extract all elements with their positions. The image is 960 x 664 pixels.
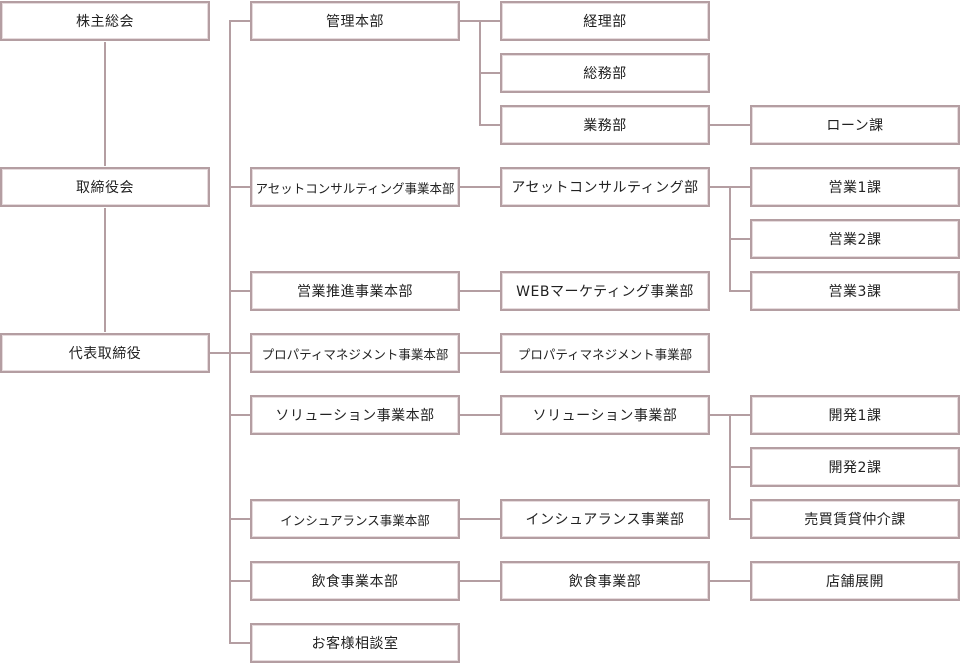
connector-line xyxy=(460,186,500,188)
connector-line xyxy=(479,72,500,74)
connector-line xyxy=(229,642,250,644)
development-section-1-box: 開発1課 xyxy=(750,395,960,435)
sales-promotion-division-box: 営業推進事業本部 xyxy=(250,271,460,311)
operations-dept-box: 業務部 xyxy=(500,105,710,145)
store-development-box: 店舗展開 xyxy=(750,561,960,601)
connector-line xyxy=(229,518,250,520)
accounting-dept-box: 経理部 xyxy=(500,1,710,41)
connector-line xyxy=(229,20,250,22)
development-section-2-box: 開発2課 xyxy=(750,447,960,487)
sales-section-2-box: 営業2課 xyxy=(750,219,960,259)
management-division-box: 管理本部 xyxy=(250,1,460,41)
general-affairs-dept-box: 総務部 xyxy=(500,53,710,93)
food-dept-box: 飲食事業部 xyxy=(500,561,710,601)
sales-lease-brokerage-section-box: 売買賃貸仲介課 xyxy=(750,499,960,539)
connector-line xyxy=(460,414,500,416)
sales-section-3-box: 営業3課 xyxy=(750,271,960,311)
connector-line xyxy=(229,352,250,354)
insurance-division-box: インシュアランス事業本部 xyxy=(250,499,460,539)
connector-line xyxy=(104,208,106,332)
solution-dept-box: ソリューション事業部 xyxy=(500,395,710,435)
property-management-division-box: プロパティマネジメント事業本部 xyxy=(250,333,460,373)
connector-line xyxy=(104,42,106,166)
connector-line xyxy=(729,238,750,240)
solution-division-box: ソリューション事業本部 xyxy=(250,395,460,435)
property-management-dept-box: プロパティマネジメント事業部 xyxy=(500,333,710,373)
ceo-box: 代表取締役 xyxy=(0,333,210,373)
asset-consulting-division-box: アセットコンサルティング事業本部 xyxy=(250,167,460,207)
sales-section-1-box: 営業1課 xyxy=(750,167,960,207)
connector-line xyxy=(229,186,250,188)
connector-line xyxy=(229,290,250,292)
connector-line xyxy=(229,414,250,416)
connector-line xyxy=(729,518,750,520)
connector-line xyxy=(229,20,231,643)
connector-line xyxy=(460,352,500,354)
connector-line xyxy=(460,518,500,520)
connector-line xyxy=(479,124,500,126)
insurance-dept-box: インシュアランス事業部 xyxy=(500,499,710,539)
food-division-box: 飲食事業本部 xyxy=(250,561,460,601)
shareholders-meeting-box: 株主総会 xyxy=(0,1,210,41)
web-marketing-dept-box: WEBマーケティング事業部 xyxy=(500,271,710,311)
connector-line xyxy=(710,580,750,582)
connector-line xyxy=(229,580,250,582)
board-of-directors-box: 取締役会 xyxy=(0,167,210,207)
connector-line xyxy=(710,124,750,126)
loan-section-box: ローン課 xyxy=(750,105,960,145)
connector-line xyxy=(460,290,500,292)
customer-consultation-box: お客様相談室 xyxy=(250,623,460,663)
connector-line xyxy=(729,466,750,468)
connector-line xyxy=(729,290,750,292)
connector-line xyxy=(210,352,230,354)
connector-line xyxy=(460,580,500,582)
asset-consulting-dept-box: アセットコンサルティング部 xyxy=(500,167,710,207)
